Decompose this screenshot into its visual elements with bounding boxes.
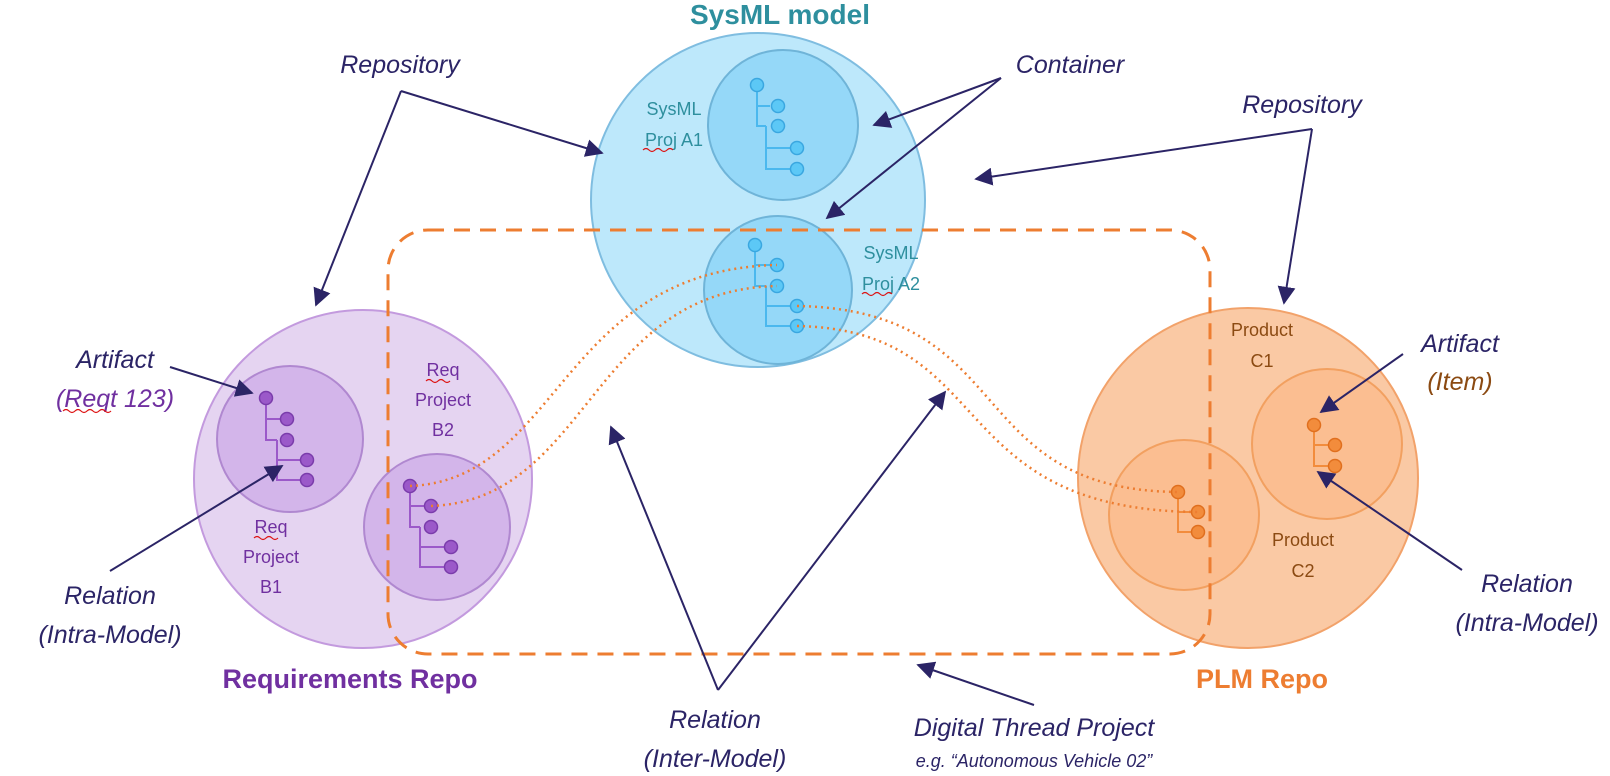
plm-product-c1-line1: Product	[1231, 320, 1293, 340]
container-label: Container	[1016, 51, 1126, 79]
requirements-repo-title: Requirements Repo	[222, 664, 477, 694]
req-project-b1-line2: Project	[243, 547, 299, 567]
repository-label-left: Repository	[340, 51, 461, 79]
plm-repository: Product C1 Product C2 PLM Repo	[1077, 307, 1419, 694]
relation-inter-line2: (Inter-Model)	[644, 745, 787, 773]
artifact-example-left: (Reqt 123)	[56, 385, 174, 413]
relation-intra-right-line1: Relation	[1481, 570, 1573, 598]
relation-intra-left-line2: (Intra-Model)	[38, 621, 181, 649]
sysml-proj-a2-line1: SysML	[863, 243, 918, 263]
sysml-proj-a1-line2: Proj A1	[645, 130, 703, 150]
sysml-model-title: SysML model	[690, 0, 870, 30]
sysml-repository: SysML model SysML Proj A1 SysML Proj A2	[590, 0, 926, 368]
requirements-repository: Req Project B2 Req Project B1 Requiremen…	[193, 309, 533, 694]
callout-labels: Repository Container Repository Artifact…	[38, 51, 1598, 773]
plm-repo-title: PLM Repo	[1196, 664, 1328, 694]
sysml-proj-a2-line2: Proj A2	[862, 274, 920, 294]
digital-thread-project-example: e.g. “Autonomous Vehicle 02”	[916, 751, 1153, 771]
artifact-example-right: (Item)	[1427, 368, 1492, 396]
digital-thread-project-boundary	[386, 228, 1212, 656]
relation-intra-right-line2: (Intra-Model)	[1455, 609, 1598, 637]
plm-product-c1-line2: C1	[1250, 351, 1273, 371]
plm-product-c2-line1: Product	[1272, 530, 1334, 550]
sysml-proj-a1-line1: SysML	[646, 99, 701, 119]
artifact-label-left: Artifact	[74, 346, 155, 374]
plm-product-c2-line2: C2	[1291, 561, 1314, 581]
req-project-b2-line1: Req	[426, 360, 459, 380]
plm-c2-tree-icon	[1170, 484, 1206, 540]
req-project-b2-line2: Project	[415, 390, 471, 410]
relation-inter-line1: Relation	[669, 706, 761, 734]
inter-model-relation-links	[409, 263, 1199, 514]
repository-label-right: Repository	[1242, 91, 1363, 119]
plm-c1-tree-icon	[1306, 417, 1343, 474]
digital-thread-project-label: Digital Thread Project	[914, 714, 1155, 742]
req-project-b1-line1: Req	[254, 517, 287, 537]
req-project-b1-line3: B1	[260, 577, 282, 597]
relation-intra-left-line1: Relation	[64, 582, 156, 610]
artifact-label-right: Artifact	[1419, 330, 1500, 358]
callout-arrows	[109, 77, 1463, 706]
plm-product-c2-container	[1108, 439, 1260, 591]
req-b2-tree-icon	[402, 478, 459, 575]
sysml-a1-tree-icon	[749, 77, 805, 177]
req-project-b2-line3: B2	[432, 420, 454, 440]
req-b1-tree-icon	[258, 390, 315, 488]
